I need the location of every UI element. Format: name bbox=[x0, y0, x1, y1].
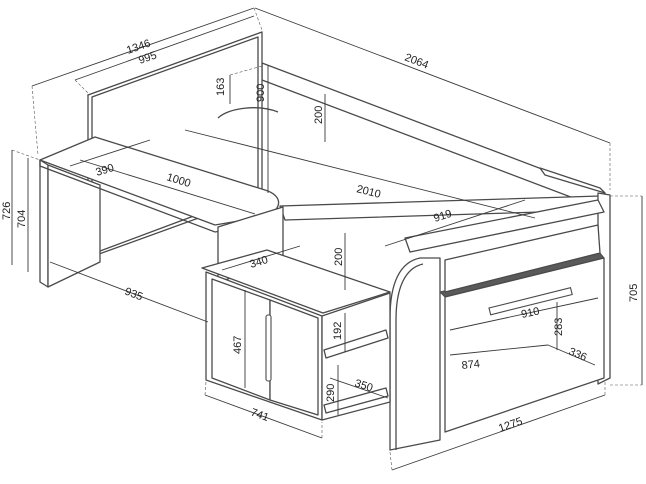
dim-label-1275: 1275 bbox=[497, 416, 524, 435]
dim-line-995 bbox=[74, 15, 255, 81]
cabinet-door-right bbox=[269, 299, 319, 416]
dim-label-874: 874 bbox=[461, 358, 481, 372]
shelf-board bbox=[323, 329, 389, 359]
back-rail-top bbox=[539, 167, 606, 194]
dim-label-900: 900 bbox=[255, 84, 267, 102]
dim-line-1000 bbox=[79, 159, 256, 215]
dim-label-192: 192 bbox=[332, 322, 344, 340]
dim-label-705: 705 bbox=[628, 284, 640, 302]
dim-label-467: 467 bbox=[232, 336, 244, 354]
dim-label-340: 340 bbox=[248, 254, 269, 271]
bed-front-top-edge bbox=[404, 199, 605, 253]
back-rail-panel bbox=[261, 62, 606, 211]
dim-line-910 bbox=[449, 297, 599, 331]
dim-line-874 bbox=[449, 344, 549, 356]
dim-label-200-mid: 200 bbox=[333, 248, 345, 266]
dim-line-340 bbox=[221, 245, 301, 271]
dim-label-163: 163 bbox=[215, 78, 227, 96]
dim-label-200-top: 200 bbox=[313, 106, 325, 124]
curved-end-inner bbox=[395, 263, 424, 450]
shelf-bottom bbox=[323, 387, 389, 414]
dim-line-741 bbox=[204, 394, 323, 439]
dimension-labels: 1346 995 2064 163 900 200 390 1000 2010 … bbox=[1, 38, 640, 435]
dim-line-2064 bbox=[254, 7, 611, 144]
dim-label-290: 290 bbox=[325, 384, 337, 402]
dim-label-995: 995 bbox=[137, 50, 158, 67]
dim-label-935: 935 bbox=[123, 286, 144, 304]
drawer-handle bbox=[488, 287, 573, 316]
dim-label-910: 910 bbox=[520, 305, 540, 321]
dim-line-390 bbox=[69, 139, 151, 167]
dim-label-283: 283 bbox=[553, 318, 565, 336]
dimension-lines bbox=[11, 7, 643, 471]
dim-label-704: 704 bbox=[16, 210, 28, 228]
lamp-shade bbox=[217, 107, 279, 119]
dim-label-350: 350 bbox=[353, 377, 374, 394]
furniture-outline bbox=[39, 31, 611, 451]
dim-label-919: 919 bbox=[432, 208, 453, 225]
dim-label-2064: 2064 bbox=[403, 52, 430, 72]
open-shelf-side bbox=[321, 292, 391, 421]
dim-line-2010 bbox=[184, 129, 536, 219]
cabinet-top bbox=[201, 249, 391, 314]
dim-label-2010: 2010 bbox=[355, 183, 382, 201]
dim-label-741: 741 bbox=[249, 407, 270, 425]
desk-left-leg-side bbox=[47, 164, 101, 288]
dim-label-390: 390 bbox=[94, 162, 115, 179]
cabinet-handle bbox=[265, 314, 272, 382]
desk-left-leg bbox=[39, 159, 49, 288]
dim-line-1275 bbox=[391, 394, 606, 471]
dim-line-935 bbox=[49, 261, 209, 323]
drawer-front bbox=[444, 257, 605, 433]
dim-line-1346 bbox=[31, 7, 255, 87]
dim-line-336 bbox=[547, 344, 596, 366]
dim-label-726: 726 bbox=[1, 202, 13, 220]
dim-line-350 bbox=[329, 377, 389, 399]
drawer-cavity bbox=[444, 224, 601, 293]
dim-line-919 bbox=[384, 199, 526, 247]
curved-end-panel bbox=[389, 257, 441, 451]
